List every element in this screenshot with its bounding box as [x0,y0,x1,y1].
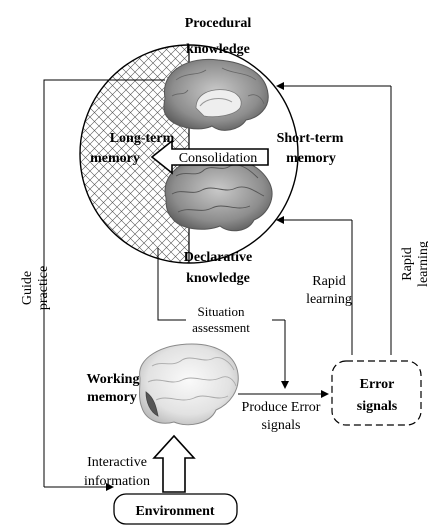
procedural-label-line1: Procedural [185,16,252,31]
long-term-label-line2: memory [90,151,140,166]
short-term-label-line2: memory [286,151,336,166]
interactive-info-line2: information [84,474,150,489]
produce-error-line2: signals [262,418,301,433]
guide-practice-line1: Guide [20,271,35,305]
working-memory-line1: Working [87,372,140,387]
error-signals-box [332,361,421,425]
guide-practice-label: Guide practice [20,266,51,310]
short-term-label-line1: Short-term [277,131,344,146]
interactive-information-arrow [154,436,194,492]
procedural-label-line2: knowledge [186,42,250,57]
brain-sagittal-icon [164,59,268,130]
brain-working-icon [140,344,239,425]
rapid-learning-outer-label: Rapid learning [400,241,428,287]
working-memory-line2: memory [87,390,137,405]
declarative-label-line2: knowledge [186,271,250,286]
guide-practice-line2: practice [36,266,51,310]
rapid-learning-inner-line1: Rapid [312,274,345,289]
consolidation-label: Consolidation [179,151,258,166]
declarative-label-line1: Declarative [184,250,252,265]
error-signals-line1: Error [360,377,395,392]
long-term-label-line1: Long-term [110,131,175,146]
interactive-info-line1: Interactive [87,455,147,470]
situation-label-line2: assessment [192,320,250,335]
brain-lateral-icon [165,156,272,231]
rapid-learning-outer-line2: learning [416,241,428,287]
situation-label-line1: Situation [198,304,245,319]
environment-label: Environment [135,504,214,519]
error-signals-line2: signals [357,399,398,414]
rapid-learning-inner-line2: learning [306,292,352,307]
rapid-learning-outer-line1: Rapid [400,247,415,280]
produce-error-line1: Produce Error [242,400,321,415]
